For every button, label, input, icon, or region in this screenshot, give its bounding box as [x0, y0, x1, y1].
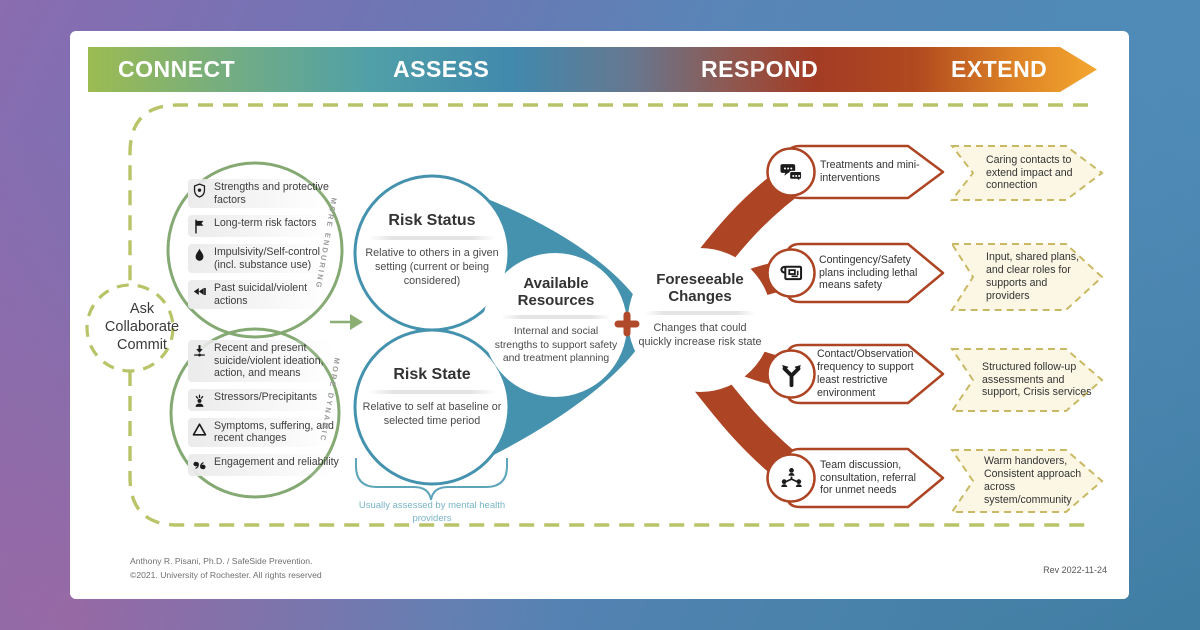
circle-title: Available Resources	[517, 275, 595, 309]
dynamic-items: Recent and present suicide/violent ideat…	[188, 340, 346, 476]
list-item: Recent and present suicide/violent ideat…	[188, 340, 346, 382]
extend-item-label: Caring contacts to extend impact and con…	[986, 153, 1073, 192]
phase-connect: CONNECT	[118, 56, 236, 82]
flag-icon	[195, 219, 204, 234]
divider	[643, 311, 757, 315]
triangle-icon	[192, 422, 207, 436]
respond-item-label: Team discussion, consultation, referral …	[820, 458, 916, 497]
phase-banner-arrow: CONNECT ASSESS RESPOND EXTEND	[88, 47, 1097, 92]
divider	[368, 235, 496, 240]
item-label: Long-term risk factors	[214, 217, 317, 229]
divider	[368, 389, 496, 394]
item-label: Strengths and protective factors	[214, 181, 329, 206]
list-item: Past suicidal/violent actions	[188, 280, 340, 309]
phase-respond: RESPOND	[701, 56, 819, 82]
extend-item-label: Structured follow-up assessments and sup…	[982, 360, 1092, 399]
assessed-by-note: Usually assessed by mental health provid…	[358, 500, 506, 524]
list-item: Impulsivity/Self-control (incl. substanc…	[188, 244, 340, 273]
list-item: Symptoms, suffering, and recent changes	[188, 417, 346, 447]
list-item: Strengths and protective factors	[188, 179, 340, 208]
item-label: Engagement and reliability	[214, 455, 339, 468]
revision-label: Rev 2022-11-24	[1043, 565, 1107, 575]
ask-circle-dashed	[85, 283, 175, 373]
respond-item-label: Contingency/Safety plans including letha…	[819, 253, 918, 292]
assessed-bracket	[355, 458, 508, 501]
phase-extend: EXTEND	[951, 56, 1048, 82]
extend-item-label: Input, shared plans, and clear roles for…	[986, 251, 1080, 302]
respond-badges	[766, 144, 945, 509]
attribution-line: ©2021. University of Rochester. All righ…	[130, 569, 322, 580]
phase-assess: ASSESS	[393, 56, 490, 82]
circle-body: Relative to others in a given setting (c…	[365, 246, 499, 287]
circle-title: Risk State	[393, 366, 471, 383]
list-item: Engagement and reliability	[188, 453, 346, 476]
available-resources-circle: Available Resources Internal and social …	[494, 275, 618, 366]
circle-title: Risk Status	[388, 212, 476, 229]
connect-to-assess-arrow	[330, 314, 363, 330]
circle-title: Foreseeable Changes	[656, 271, 744, 305]
list-item: Stressors/Precipitants	[188, 388, 346, 411]
risk-state-circle: Risk State Relative to self at baseline …	[360, 366, 504, 428]
engagement-quotes-icon	[193, 461, 206, 469]
plus-icon	[614, 311, 640, 337]
assess-circles	[353, 174, 627, 486]
team-icon	[781, 468, 802, 488]
item-label: Past suicidal/violent actions	[214, 282, 308, 307]
respond-item-label: Contact/Observation frequency to support…	[817, 348, 914, 399]
respond-item-label: Treatments and mini-interventions	[820, 159, 920, 184]
item-label: Recent and present suicide/violent ideat…	[214, 342, 324, 379]
item-label: Symptoms, suffering, and recent changes	[214, 419, 334, 445]
ideation-arrow-icon	[194, 345, 205, 357]
risk-status-circle: Risk Status Relative to others in a give…	[360, 212, 504, 288]
foreseeable-changes-circle: Foreseeable Changes Changes that could q…	[636, 271, 764, 349]
flame-icon	[195, 248, 204, 261]
attribution: Anthony R. Pisani, Ph.D. / SafeSide Prev…	[130, 555, 322, 583]
divider	[501, 315, 611, 319]
circle-body: Relative to self at baseline or selected…	[362, 400, 502, 427]
extend-item-label: Warm handovers, Consistent approach acro…	[984, 455, 1082, 506]
attribution-line: Anthony R. Pisani, Ph.D. / SafeSide Prev…	[130, 556, 313, 566]
circle-body: Internal and social strengths to support…	[494, 326, 618, 365]
safety-plan-icon	[780, 265, 803, 281]
item-label: Impulsivity/Self-control (incl. substanc…	[214, 246, 320, 271]
enduring-items: Strengths and protective factors Long-te…	[188, 179, 340, 309]
ask-collaborate-commit-label: Ask Collaborate Commit	[104, 301, 180, 353]
chat-bubbles-icon	[780, 164, 803, 184]
rewind-icon	[193, 287, 206, 296]
foreseeable-circle	[628, 248, 772, 392]
fork-path-icon	[782, 365, 801, 388]
item-label: Stressors/Precipitants	[214, 390, 318, 403]
strengths-icon	[193, 183, 206, 198]
process-loop-dashed	[128, 103, 1088, 527]
circle-body: Changes that could quickly increase risk…	[638, 322, 762, 349]
stressor-person-icon	[195, 394, 204, 407]
extend-arrows	[949, 145, 1104, 513]
list-item: Long-term risk factors	[188, 215, 340, 237]
